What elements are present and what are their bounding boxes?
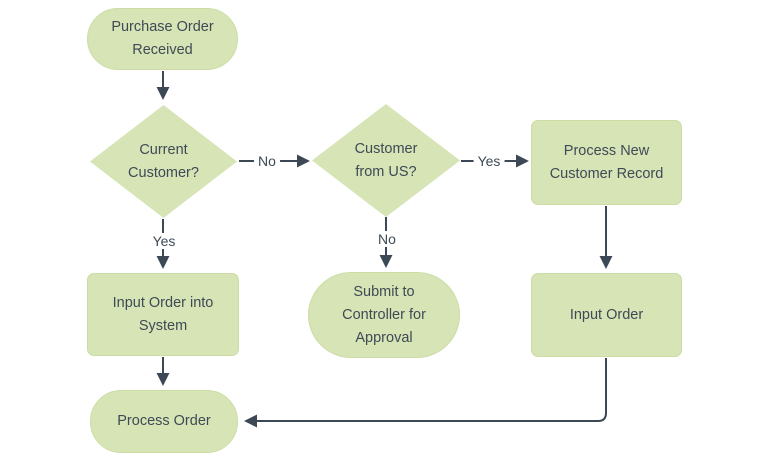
edge-label-no: No bbox=[254, 153, 280, 169]
node-process-order: Process Order bbox=[90, 390, 238, 453]
edge-input-order-to-process-order bbox=[244, 358, 607, 428]
node-label: Input Order bbox=[569, 306, 644, 323]
node-label: Current Customer? bbox=[128, 141, 199, 181]
node-label: Process Order bbox=[117, 413, 211, 429]
edge-label-yes: Yes bbox=[473, 153, 505, 169]
node-label: Purchase Order Received bbox=[111, 19, 214, 58]
node-label: Submit to Controller for Approval bbox=[342, 283, 426, 346]
edge-label-yes: Yes bbox=[148, 233, 180, 249]
node-process-new-customer-record: Process New Customer Record bbox=[531, 120, 682, 205]
node-purchase-order-received: Purchase Order Received bbox=[87, 8, 238, 70]
node-label: Customer from US? bbox=[354, 140, 418, 180]
node-label: Input Order into System bbox=[112, 294, 214, 334]
node-input-order: Input Order bbox=[531, 273, 682, 357]
edge-label-no: No bbox=[374, 231, 400, 247]
node-label: Process New Customer Record bbox=[549, 142, 664, 182]
node-input-order-into-system: Input Order into System bbox=[87, 273, 239, 356]
node-customer-from-us: Customer from US? bbox=[312, 104, 460, 217]
node-submit-to-controller-for-approval: Submit to Controller for Approval bbox=[308, 272, 460, 358]
node-current-customer: Current Customer? bbox=[90, 105, 237, 218]
